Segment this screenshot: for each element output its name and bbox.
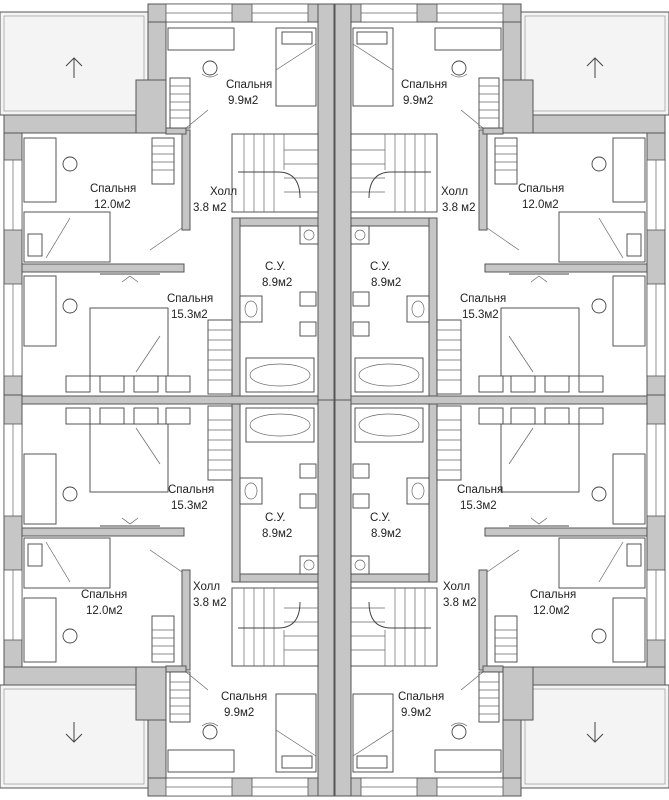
bedroom-label: Спальня [530,589,576,601]
hall-label: Холл [441,186,468,198]
hall-area: 3.8 м2 [193,202,226,214]
bedroom-area: 9.9м2 [401,707,431,719]
wc-label: С.У. [265,512,285,524]
bedroom-area: 12.0м2 [522,199,559,211]
bedroom-area: 12.0м2 [533,605,570,617]
wc-area: 8.9м2 [371,277,401,289]
unit-bottom-left [0,394,335,797]
bedroom-label: Спальня [398,691,444,703]
hall-area: 3.8 м2 [443,597,476,609]
hall-area: 3.8 м2 [193,597,226,609]
bedroom-area: 12.0м2 [94,199,131,211]
wc-area: 8.9м2 [371,528,401,540]
bedroom-area: 15.3м2 [171,309,208,321]
unit-top-left [0,3,335,406]
unit-top-right [334,3,669,406]
bedroom-label: Спальня [460,293,506,305]
hall-label: Холл [193,581,220,593]
bedroom-label: Спальня [168,484,214,496]
wc-label: С.У. [265,261,285,273]
bedroom-label: Спальня [90,183,136,195]
bedroom-label: Спальня [518,183,564,195]
bedroom-label: Спальня [401,79,447,91]
bedroom-label: Спальня [457,484,503,496]
wc-area: 8.9м2 [262,528,292,540]
unit-bottom-right [334,394,669,797]
bedroom-area: 9.9м2 [403,95,433,107]
bedroom-label: Спальня [81,589,127,601]
bedroom-area: 15.3м2 [171,500,208,512]
hall-label: Холл [443,581,470,593]
hall-label: Холл [210,186,237,198]
bedroom-area: 9.9м2 [224,707,254,719]
bedroom-area: 15.3м2 [460,500,497,512]
wc-label: С.У. [370,261,390,273]
bedroom-label: Спальня [221,691,267,703]
bedroom-area: 9.9м2 [228,95,258,107]
hall-area: 3.8 м2 [442,202,475,214]
wc-area: 8.9м2 [262,277,292,289]
bedroom-label: Спальня [226,79,272,91]
bedroom-label: Спальня [167,293,213,305]
bedroom-area: 15.3м2 [462,309,499,321]
wc-label: С.У. [370,512,390,524]
bedroom-area: 12.0м2 [86,605,123,617]
